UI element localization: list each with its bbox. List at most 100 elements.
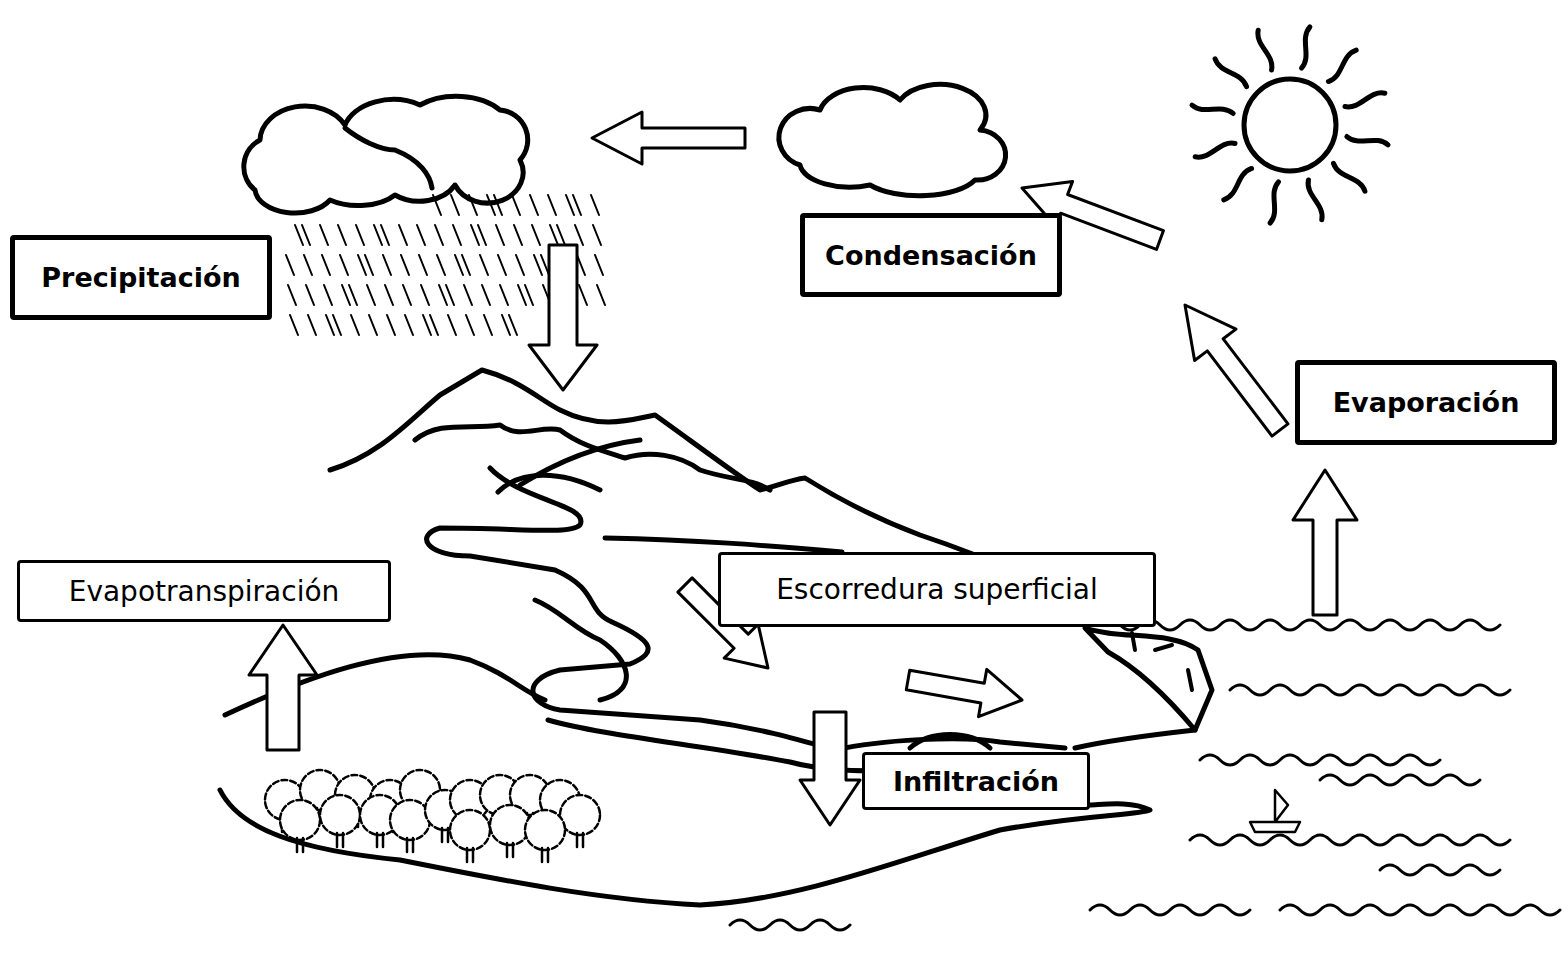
rain-drop <box>430 315 438 335</box>
rain-drop <box>304 255 312 275</box>
rain-drop <box>290 315 298 335</box>
rain-drop <box>548 195 556 215</box>
process-label: Precipitación <box>41 262 240 293</box>
tree-trunk <box>467 848 473 862</box>
tree-trunk <box>542 848 548 862</box>
rain-drop <box>516 255 524 275</box>
tree-crown <box>280 800 320 840</box>
tree-trunk <box>337 833 343 847</box>
sun-ray <box>1195 143 1235 157</box>
sun-ray <box>1302 27 1310 68</box>
flow-arrow <box>592 112 745 164</box>
rain-drop <box>405 315 413 335</box>
rain-cloud <box>244 96 528 213</box>
cloud-inner-line <box>345 128 432 188</box>
rain-drop <box>595 255 603 275</box>
rain-drop <box>448 315 456 335</box>
tree-crown <box>490 805 530 845</box>
rain-drop <box>471 225 479 245</box>
flow-arrow <box>529 245 597 390</box>
tree-trunk <box>407 838 413 852</box>
rain-drop <box>385 285 393 305</box>
rock-marks <box>1132 633 1192 690</box>
sun-ray <box>1192 105 1233 113</box>
rain-drop <box>557 225 565 245</box>
rain-drop <box>482 285 490 305</box>
rain-drop <box>480 255 488 275</box>
rain-drop <box>419 255 427 275</box>
wave <box>730 920 850 930</box>
rain-drop <box>286 255 294 275</box>
rain-drop <box>417 225 425 245</box>
rain-drop <box>534 255 542 275</box>
rain-drop <box>349 285 357 305</box>
rain-drop <box>369 315 377 335</box>
rain-drop <box>573 195 581 215</box>
rain-drop <box>322 255 330 275</box>
rain-drop <box>340 255 348 275</box>
rain-drop <box>320 225 328 245</box>
wave <box>1090 905 1250 915</box>
rain-drop <box>356 225 364 245</box>
rain-drop <box>439 285 447 305</box>
tree-trunk <box>577 833 583 847</box>
rain-drop <box>367 285 375 305</box>
sun-ray <box>1333 163 1364 191</box>
sea-waves <box>730 620 1560 930</box>
rain-drop <box>509 315 517 335</box>
process-label-box: Escorredura superficial <box>718 552 1156 627</box>
rain-drop <box>288 285 296 305</box>
rain-drop <box>383 255 391 275</box>
tree-trunk <box>442 828 448 842</box>
rain-drop <box>500 285 508 305</box>
sun-ray <box>1308 180 1322 220</box>
rain-drop <box>530 195 538 215</box>
sun-ray <box>1258 30 1272 70</box>
mountain-ridge <box>520 440 640 485</box>
rain-drop <box>591 195 599 215</box>
tree-trunk <box>377 833 383 847</box>
rain-drop <box>401 255 409 275</box>
rain-drop <box>462 255 470 275</box>
rain-drop <box>478 225 486 245</box>
rain-drop <box>550 225 558 245</box>
rain-drop <box>579 285 587 305</box>
rain-drop <box>525 285 533 305</box>
rain-drop <box>342 285 350 305</box>
small-cloud <box>779 84 1006 195</box>
tree-crown <box>320 795 360 835</box>
rain-drop <box>466 315 474 335</box>
flow-arrow <box>800 712 860 825</box>
flow-arrow <box>906 669 1022 716</box>
tree-crown <box>450 810 490 850</box>
rain-drop <box>593 225 601 245</box>
rain-drop <box>338 225 346 245</box>
sun <box>1244 79 1336 171</box>
rain-drop <box>597 285 605 305</box>
rain-drop <box>518 285 526 305</box>
process-label: Evapotranspiración <box>69 575 340 608</box>
sun-ray <box>1224 168 1252 199</box>
rain-drop <box>446 285 454 305</box>
rain-drop <box>403 285 411 305</box>
sun-ray <box>1328 50 1356 81</box>
process-label: Condensación <box>825 240 1037 271</box>
rain-drop <box>421 285 429 305</box>
rain-drop <box>469 195 477 215</box>
boat <box>1250 790 1300 832</box>
rain-drop <box>365 255 373 275</box>
rain-drop <box>437 255 445 275</box>
rain-drop <box>433 195 441 215</box>
rain-drop <box>302 225 310 245</box>
tree-trunk <box>507 843 513 857</box>
rain-drop <box>381 225 389 245</box>
rain-drop <box>575 225 583 245</box>
hill-arch <box>910 735 990 749</box>
rain-drop <box>358 255 366 275</box>
wave <box>1280 905 1560 915</box>
process-label: Infiltración <box>893 766 1059 797</box>
flow-arrow <box>1185 305 1288 436</box>
wave <box>1100 620 1500 630</box>
process-label-box: Evaporación <box>1295 360 1557 445</box>
